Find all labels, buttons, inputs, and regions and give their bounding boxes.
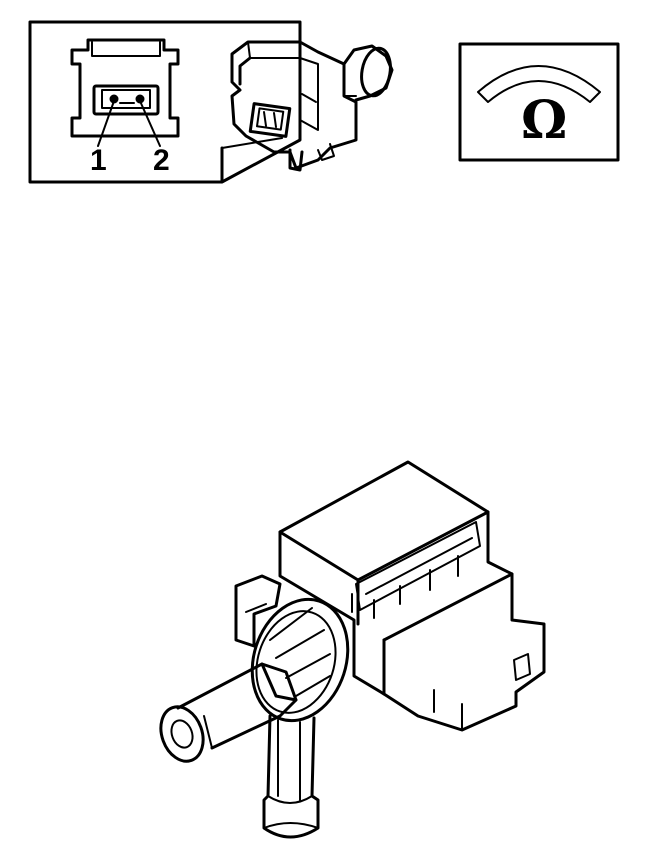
pin-label-1: 1: [90, 144, 107, 177]
inset-frame: [28, 20, 302, 184]
pin-label-2: 2: [153, 144, 170, 177]
meter-panel-frame: [458, 42, 620, 162]
meter-scale-arc: [477, 65, 601, 103]
meter-panel: Ω: [458, 42, 620, 162]
connector-face: [70, 38, 180, 138]
ohm-icon: Ω: [521, 90, 567, 151]
vacuum-solenoid-valve-icon: [159, 460, 546, 839]
connector-inset: 1 2: [28, 20, 302, 184]
connector-plug-icon: [230, 40, 394, 172]
